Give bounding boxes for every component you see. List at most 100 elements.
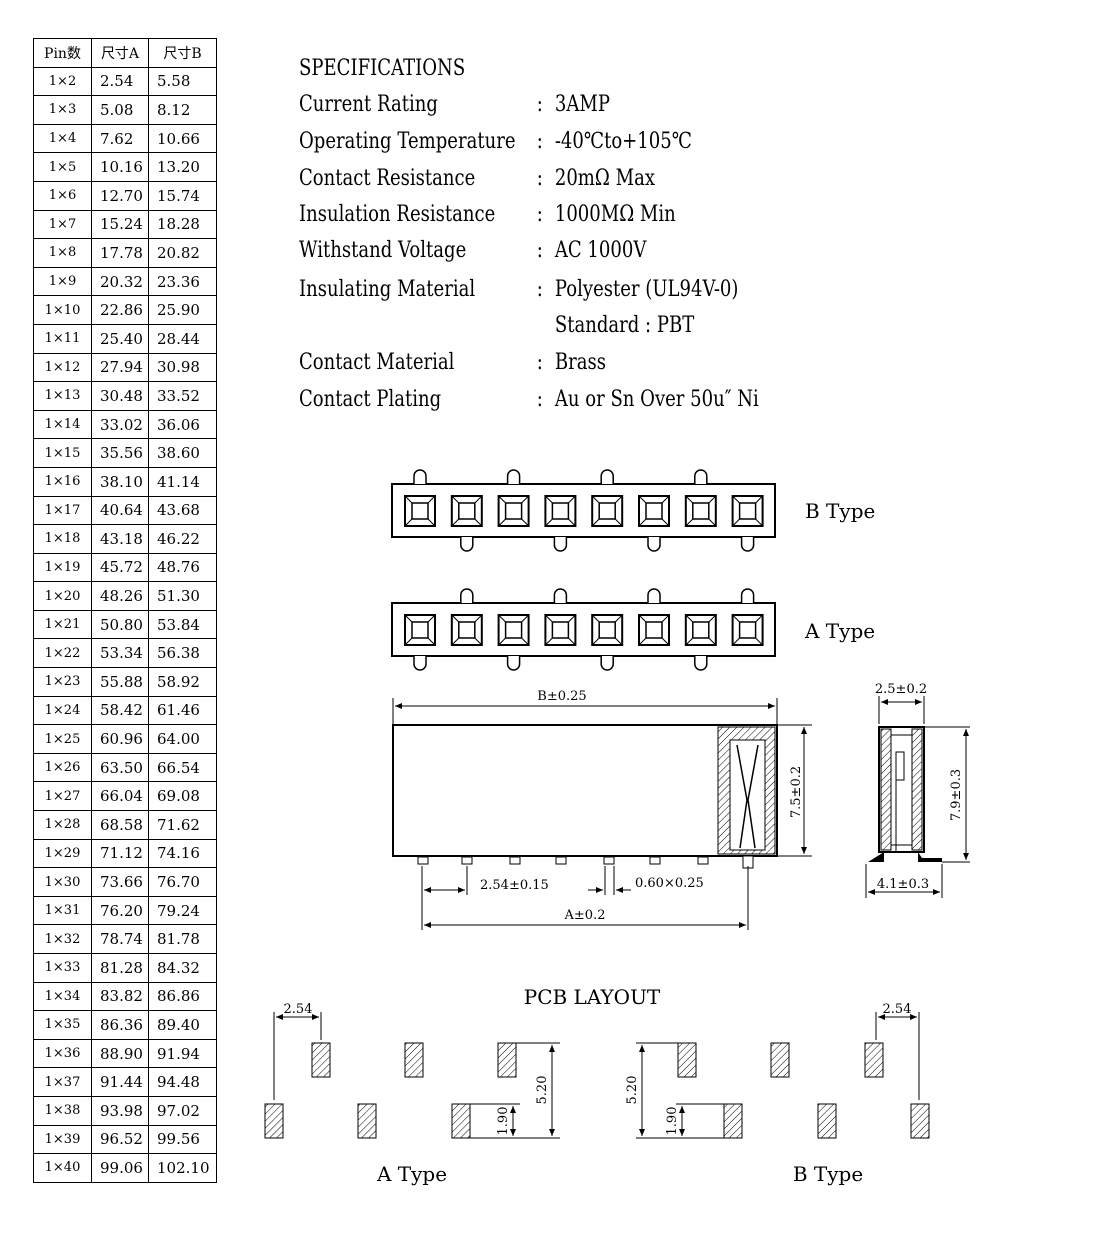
socket-cell <box>638 495 670 527</box>
socket-cell <box>497 495 530 527</box>
socket-cell <box>450 614 483 646</box>
dim-b-cell: 102.10 <box>148 1153 217 1183</box>
spec-value: 3AMP <box>554 92 610 117</box>
b-type-label: B Type <box>805 499 875 523</box>
dim-a-cell: 20.32 <box>91 266 149 297</box>
pin-lead <box>647 588 661 603</box>
spec-value: Au or Sn Over 50u″ Ni <box>554 387 759 412</box>
dim-a-cell: 63.50 <box>91 752 149 783</box>
dim-b-cell: 89.40 <box>148 1010 217 1040</box>
dim-a-cell: 91.44 <box>91 1067 149 1097</box>
dim-b-cell: 66.54 <box>148 752 217 783</box>
pin-lead <box>647 537 661 552</box>
spec-row: Contact Resistance:20mΩ Max <box>299 166 655 191</box>
dim-b-cell: 28.44 <box>148 323 217 354</box>
pin-count-cell: 1×11 <box>33 323 92 354</box>
pin-lead <box>506 469 521 484</box>
dim-b-cell: 41.14 <box>148 466 217 497</box>
pin-lead <box>694 656 708 671</box>
socket-cell <box>731 614 764 646</box>
dim-a-cell: 88.90 <box>91 1038 149 1069</box>
pcb-layout-title: PCB LAYOUT <box>524 985 661 1009</box>
spec-label: Contact Material <box>299 350 455 375</box>
spec-value: Standard : PBT <box>554 313 695 338</box>
spec-label: Current Rating <box>299 92 438 117</box>
front-pin <box>461 856 473 865</box>
dim-b-cell: 61.46 <box>148 695 217 726</box>
pin-count-cell: 1×2 <box>33 66 92 97</box>
spec-label: Insulating Material <box>299 277 476 302</box>
dim-a-cell: 68.58 <box>91 810 149 840</box>
dim-b-cell: 38.60 <box>148 438 217 468</box>
dim-b-cell: 33.52 <box>148 381 217 411</box>
dim-a-cell: 78.74 <box>91 924 149 954</box>
pin-lead <box>460 588 474 603</box>
spec-colon: : <box>536 202 543 227</box>
dim-side-height-label: 7.9±0.3 <box>949 769 964 821</box>
dim-top-width-label: 2.5±0.2 <box>875 682 927 697</box>
dim-a-cell: 40.64 <box>91 495 149 526</box>
pin-count-cell: 1×22 <box>33 638 92 669</box>
spec-label: Contact Resistance <box>299 166 476 191</box>
dim-b-cell: 43.68 <box>148 495 217 526</box>
dim-b-cell: 5.58 <box>148 66 217 97</box>
spec-row: Current Rating:3AMP <box>299 92 610 117</box>
front-pin <box>417 856 429 865</box>
pin-count-cell: 1×35 <box>33 1010 92 1040</box>
pin-lead <box>600 656 614 671</box>
pin-count-cell: 1×26 <box>33 752 92 783</box>
spec-label: Withstand Voltage <box>299 238 467 263</box>
spec-label: Operating Temperature <box>299 129 516 154</box>
front-pin <box>603 856 615 865</box>
pin-count-cell: 1×38 <box>33 1095 92 1126</box>
pin-count-cell: 1×14 <box>33 409 92 440</box>
pin-count-cell: 1×23 <box>33 667 92 697</box>
spec-colon: : <box>536 238 543 263</box>
pin-lead <box>413 656 427 671</box>
b-type-top-view <box>391 469 776 552</box>
socket-cell <box>450 495 483 527</box>
pcb-b-pad-label: 1.90 <box>665 1107 680 1136</box>
pin-lead <box>740 537 755 552</box>
pin-count-cell: 1×24 <box>33 695 92 726</box>
dim-a-cell: 48.26 <box>91 581 149 611</box>
dim-pin-label: 0.60×0.25 <box>635 876 704 891</box>
socket-cell <box>684 614 717 646</box>
spec-value: 20mΩ Max <box>554 166 655 191</box>
socket-cell <box>404 495 436 527</box>
socket-cell <box>404 614 436 646</box>
dim-a-cell: 7.62 <box>91 123 149 154</box>
dim-b-cell: 84.32 <box>148 953 217 983</box>
pin-count-cell: 1×4 <box>33 123 92 154</box>
pin-count-cell: 1×6 <box>33 180 92 211</box>
dim-b-cell: 13.20 <box>148 152 217 182</box>
dim-b-label: B±0.25 <box>537 689 586 704</box>
socket-cell <box>684 495 717 527</box>
front-view <box>392 698 812 930</box>
dim-a-cell: 30.48 <box>91 381 149 411</box>
dim-b-cell: 94.48 <box>148 1067 217 1097</box>
socket-cell <box>544 495 577 527</box>
dim-a-cell: 76.20 <box>91 895 149 926</box>
dim-b-cell: 58.92 <box>148 667 217 697</box>
dim-a-label: A±0.2 <box>564 908 606 923</box>
dim-b-cell: 74.16 <box>148 838 217 869</box>
dim-a-cell: 22.86 <box>91 295 149 325</box>
spec-value: Brass <box>554 350 607 375</box>
dim-b-cell: 25.90 <box>148 295 217 325</box>
